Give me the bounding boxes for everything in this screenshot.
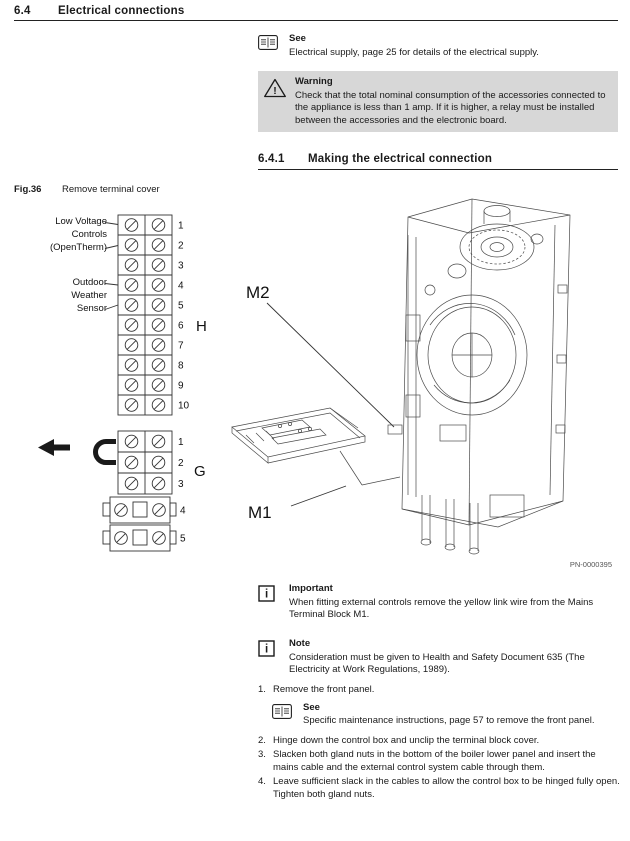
terminal-number: 4: [178, 281, 184, 292]
info-icon: i: [258, 583, 280, 622]
info-glyph: i: [265, 589, 268, 601]
lower-terminal-numbers: 1 2 3 4 5: [178, 437, 186, 545]
see-supply-callout: See Electrical supply, page 25 for detai…: [258, 33, 618, 59]
callout-text: Check that the total nominal consumption…: [295, 89, 606, 126]
section-number: 6.4: [14, 5, 31, 17]
see-maintenance-callout: See Specific maintenance instructions, p…: [272, 702, 620, 728]
terminal-number: 10: [178, 401, 190, 412]
figure-caption: Fig.36: [14, 184, 41, 195]
m-leader-lines: [266, 302, 395, 507]
lower-terminal-block: [117, 430, 173, 495]
terminal-number: 2: [178, 241, 184, 252]
info-icon: i: [258, 638, 280, 677]
callout-text: Consideration must be given to Health an…: [289, 651, 585, 676]
see-icon: [258, 33, 280, 59]
callout-title: Note: [289, 638, 311, 649]
subsection-rule: [258, 169, 618, 170]
header-rule: [14, 20, 618, 21]
section-title: Electrical connections: [58, 5, 185, 17]
step-number: 3.: [258, 749, 266, 760]
remove-direction-arrow: [38, 439, 70, 456]
callout-text: Electrical supply, page 25 for details o…: [289, 46, 539, 58]
figure-caption-text: Remove terminal cover: [62, 184, 160, 195]
terminal-number: 5: [178, 301, 184, 312]
callout-title: See: [289, 33, 306, 44]
terminal-number: 8: [178, 361, 184, 372]
label-low-voltage-controls: Low Voltage Controls (OpenTherm): [49, 216, 107, 253]
upper-terminal-numbers: 1 2 3 4 5 6 7 8 9 10: [178, 221, 190, 412]
step-number: 4.: [258, 776, 266, 787]
label-outdoor-weather-sensor: Outdoor Weather Sensor: [71, 277, 107, 314]
warning-icon: !: [264, 76, 286, 127]
terminal-number: 3: [178, 261, 184, 272]
terminal-number: 6: [178, 321, 184, 332]
callout-title: Important: [289, 583, 333, 594]
step-number: 2.: [258, 734, 266, 746]
terminal-number: 1: [178, 221, 184, 232]
terminal-number: 7: [178, 341, 184, 352]
figure-graphics: 1 2 3 4 5 6 7 8 9 10 1: [38, 198, 612, 569]
subsection-title: Making the electrical connection: [308, 153, 493, 165]
callout-title: See: [303, 701, 320, 713]
callout-title: Warning: [295, 76, 333, 87]
label-h: H: [196, 318, 207, 335]
lower-connector-blocks: [102, 496, 177, 552]
boiler-illustration: [387, 198, 571, 555]
callout-text: When fitting external controls remove th…: [289, 596, 594, 621]
info-glyph: i: [265, 644, 268, 656]
terminal-number: 2: [178, 458, 184, 469]
step-3: 3. Slacken both gland nuts in the bottom…: [258, 749, 620, 774]
figure-part-number: PN-0000395: [570, 560, 612, 569]
terminal-number: 4: [180, 506, 186, 517]
terminal-number: 3: [178, 479, 184, 490]
step-1: 1. Remove the front panel.: [258, 684, 620, 697]
terminal-number: 1: [178, 437, 184, 448]
warning-callout: ! Warning Check that the total nominal c…: [258, 71, 618, 132]
connector-screws: [114, 503, 166, 545]
step-number: 1.: [258, 684, 266, 695]
step-text: Hinge down the control box and unclip th…: [273, 734, 540, 746]
label-leader-lines: [104, 222, 119, 310]
step-text: Slacken both gland nuts in the bottom of…: [273, 749, 596, 773]
step-2: 2. Hinge down the control box and unclip…: [258, 735, 620, 748]
terminal-number: 9: [178, 381, 184, 392]
step-text: Remove the front panel.: [273, 684, 375, 695]
link-wire: [93, 439, 116, 465]
control-box-tray: [231, 407, 401, 486]
instruction-steps: 1. Remove the front panel. See Specific …: [258, 684, 620, 803]
warning-glyph: !: [273, 85, 277, 97]
label-m1: M1: [248, 503, 272, 522]
step-text: Leave sufficient slack in the cables to …: [273, 776, 620, 800]
callout-text: Specific maintenance instructions, page …: [303, 715, 595, 726]
subsection-number: 6.4.1: [258, 153, 285, 165]
important-callout: i Important When fitting external contro…: [258, 583, 618, 622]
figure-number: Fig.36: [14, 184, 42, 195]
step-4: 4. Leave sufficient slack in the cables …: [258, 776, 620, 801]
terminal-number: 5: [180, 534, 186, 545]
see-icon: [272, 702, 294, 728]
note-callout: i Note Consideration must be given to He…: [258, 638, 618, 677]
label-m2: M2: [246, 283, 270, 302]
label-g: G: [194, 463, 206, 480]
upper-terminal-block: [117, 214, 173, 416]
